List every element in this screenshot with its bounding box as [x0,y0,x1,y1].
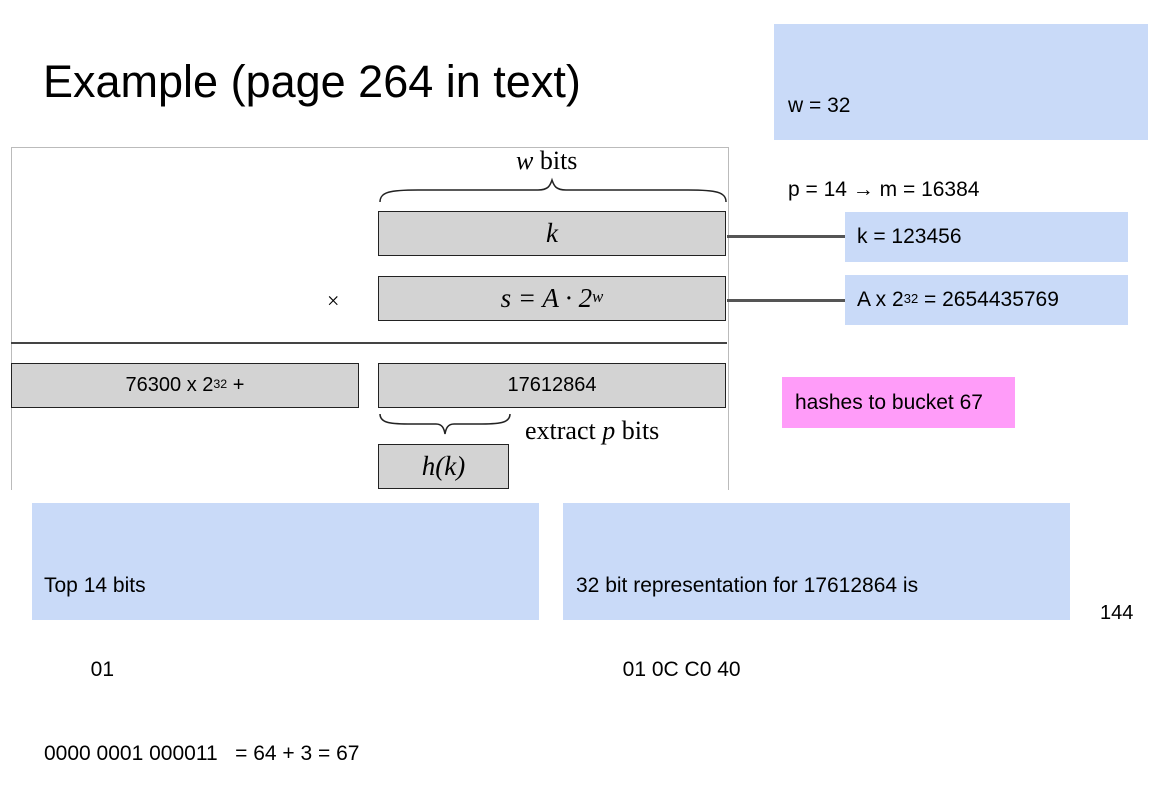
extract-label: extract p bits [525,416,659,446]
representation-box: 32 bit representation for 17612864 is 01… [563,503,1070,681]
params-w: w = 32 [788,94,851,117]
product-rule [11,342,727,344]
a-value-prefix: A x 2 [857,288,904,311]
k-value: k = 123456 [857,225,962,248]
hk-label: h(k) [421,451,466,481]
w-bits-text: bits [533,146,578,175]
bucket-box: hashes to bucket 67 [782,377,1015,428]
top-bits-line1: Top 14 bits [44,574,146,597]
params-box: w = 32 p = 14 → m = 16384 [774,24,1148,201]
w-bits-brace [379,177,727,203]
k-connector [727,235,845,238]
k-label: k [546,218,558,248]
extract-var: p [602,416,616,445]
a-value-suffix: = 2654435769 [918,288,1059,311]
w-bits-label: w bits [516,146,577,176]
top-bits-line2: 01 [44,658,115,681]
page-number: 144 [1100,602,1134,624]
k-value-box: k = 123456 [845,212,1128,262]
times-sign: × [327,288,340,313]
extract-post: bits [615,416,660,445]
slide-title: Example (page 264 in text) [43,56,581,107]
extract-pre: extract [525,416,603,445]
a-connector [727,299,845,302]
k-register: k [378,211,726,256]
multiplication-figure [11,147,729,490]
s-formula: s = A · 2 [500,283,593,313]
bucket-text: hashes to bucket 67 [795,390,983,414]
w-variable: w [516,146,534,175]
params-p: p = 14 → m = 16384 [788,178,980,201]
top-bits-line3: 0000 0001 000011 = 64 + 3 = 67 [44,742,360,765]
representation-line2: 01 0C C0 40 [576,658,741,681]
extract-brace [379,413,511,435]
high-word-suffix: + [227,374,245,396]
hk-register: h(k) [378,444,509,489]
low-word-register: 17612864 [378,363,726,408]
low-word-value: 17612864 [507,374,597,396]
top-bits-box: Top 14 bits 01 0000 0001 000011 = 64 + 3… [32,503,539,765]
representation-line1: 32 bit representation for 17612864 is [576,574,919,597]
high-word-prefix: 76300 x 2 [125,374,214,396]
